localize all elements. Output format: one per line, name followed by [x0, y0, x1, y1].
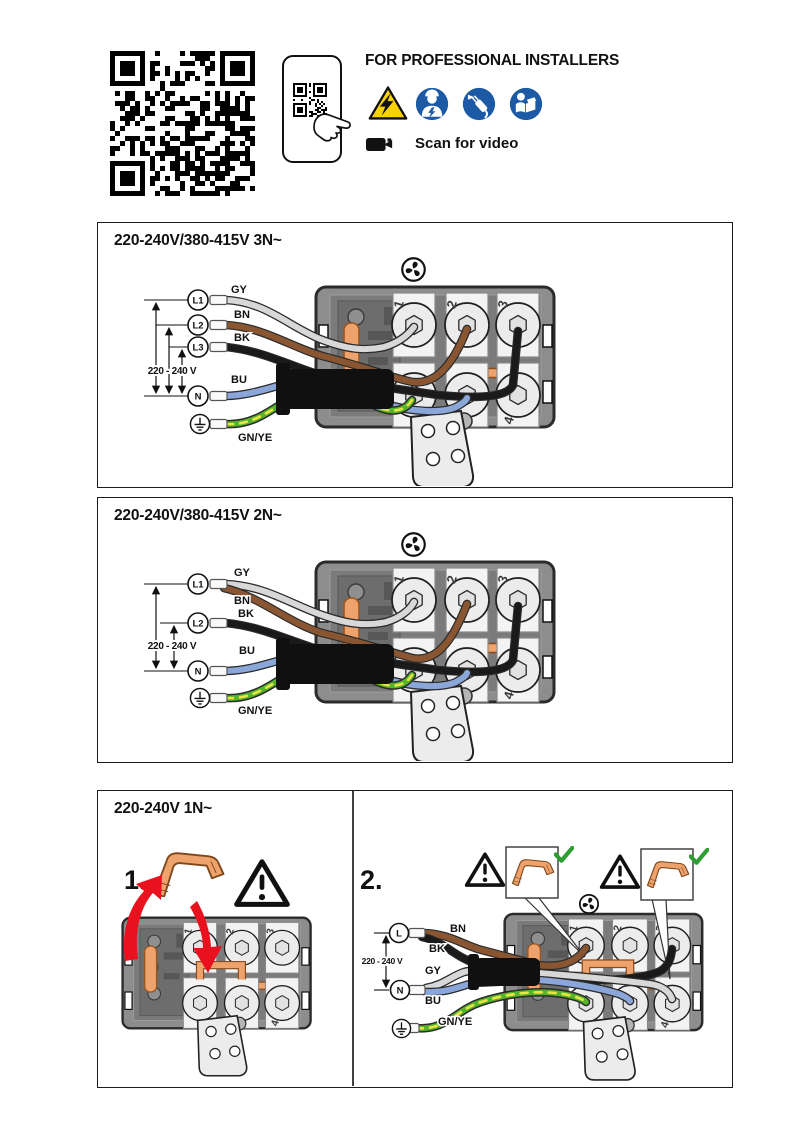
line-n: N	[195, 667, 202, 678]
wire-gy-label: GY	[425, 965, 442, 977]
dimension-lines-1n: 220 - 240 V	[360, 932, 405, 991]
wire-bu-label: BU	[239, 645, 255, 657]
wire-gy-label: GY	[231, 284, 248, 296]
wire-gnye-label: GN/YE	[238, 432, 272, 444]
wire-bu-label: BU	[425, 995, 441, 1007]
wire-bn-label: BN	[234, 309, 250, 321]
hand-icon	[313, 113, 351, 142]
cable-sheath-3n	[276, 363, 394, 415]
cable-sheath-1n	[468, 954, 540, 990]
scan-video-label: Scan for video	[415, 135, 519, 152]
diagram-2n: 220 - 240 V L1	[144, 532, 732, 761]
wire-bk-label: BK	[429, 943, 445, 955]
line-l1: L1	[192, 580, 204, 591]
phone-qr-screen	[293, 83, 327, 117]
qr-code	[110, 51, 255, 196]
earth-symbol	[189, 687, 211, 709]
line-l: L	[396, 929, 402, 940]
qualified-electrician-icon	[415, 87, 449, 121]
dimension-lines-3n: 220 - 240 V	[144, 299, 199, 397]
read-manual-icon	[509, 87, 543, 121]
disconnect-supply-icon	[462, 87, 496, 121]
copper-jumper-loose	[153, 852, 225, 897]
line-n: N	[195, 392, 202, 403]
step-2: 220 - 240 V	[360, 847, 708, 1080]
line-l2: L2	[192, 619, 203, 630]
panel-2n: 220 - 240 V L1	[97, 497, 733, 763]
warning-triangle-a	[464, 852, 506, 887]
red-arrow-down	[190, 901, 222, 973]
voltage-range-label: 220 - 240 V	[148, 641, 197, 652]
panel-3n-title: 220-240V/380-415V 3N~	[114, 232, 282, 249]
wire-bn-label: BN	[234, 595, 250, 607]
fan-icon	[401, 532, 426, 557]
panel-1n: 1. 2. 220 - 240 V	[97, 790, 733, 1088]
phone-scan-icon	[282, 55, 351, 163]
step-1	[123, 852, 311, 1076]
wires-1n	[411, 928, 677, 1033]
line-l2: L2	[192, 321, 203, 332]
line-n: N	[397, 986, 404, 997]
supply-lines-2n: L1 L2 N GY BN BK BU GN/YE	[187, 566, 274, 719]
dimension-lines-2n: 220 - 240 V	[144, 583, 199, 672]
terminal-block-step1	[123, 918, 311, 1076]
fan-icon	[578, 893, 600, 915]
supply-lines-3n: L1 L2 L3 N GY BN BK BU GN/YE	[187, 283, 274, 446]
header-title: FOR PROFESSIONAL INSTALLERS	[365, 52, 620, 69]
wire-bu-label: BU	[231, 374, 247, 386]
video-camera-icon	[366, 137, 393, 152]
wire-gnye-label: GN/YE	[238, 705, 272, 717]
red-arrow-up	[123, 875, 162, 961]
voltage-range-label: 220 - 240 V	[148, 366, 197, 377]
cable-sheath-2n	[276, 638, 394, 690]
diagram-1n: 1. 2. 220 - 240 V	[98, 791, 732, 1086]
earth-symbol	[391, 1018, 412, 1039]
panel-3n: 220 - 240 V	[97, 222, 733, 488]
fan-icon	[401, 257, 426, 282]
line-l1: L1	[192, 296, 204, 307]
voltage-range-label: 220 - 240 V	[362, 956, 403, 966]
supply-lines-1n: L N BN BK GY BU GN/YE	[388, 922, 474, 1039]
electrical-hazard-warning-icon	[368, 86, 408, 120]
warning-triangle-b	[599, 854, 641, 889]
wire-bk-label: BK	[234, 332, 250, 344]
panel-2n-title: 220-240V/380-415V 2N~	[114, 507, 282, 524]
wire-bk-label: BK	[238, 608, 254, 620]
warning-triangle-step1	[237, 862, 288, 905]
terminal-block-step2	[505, 914, 703, 1080]
wire-bn-label: BN	[450, 923, 466, 935]
earth-symbol	[189, 413, 211, 435]
panel-1n-title: 220-240V 1N~	[114, 800, 212, 817]
line-l3: L3	[192, 343, 203, 354]
step-2-number: 2.	[360, 865, 383, 895]
diagram-3n: 220 - 240 V	[144, 257, 732, 486]
wire-gy-label: GY	[234, 567, 251, 579]
wire-gnye-label: GN/YE	[438, 1016, 472, 1028]
step-1-number: 1.	[124, 865, 147, 895]
